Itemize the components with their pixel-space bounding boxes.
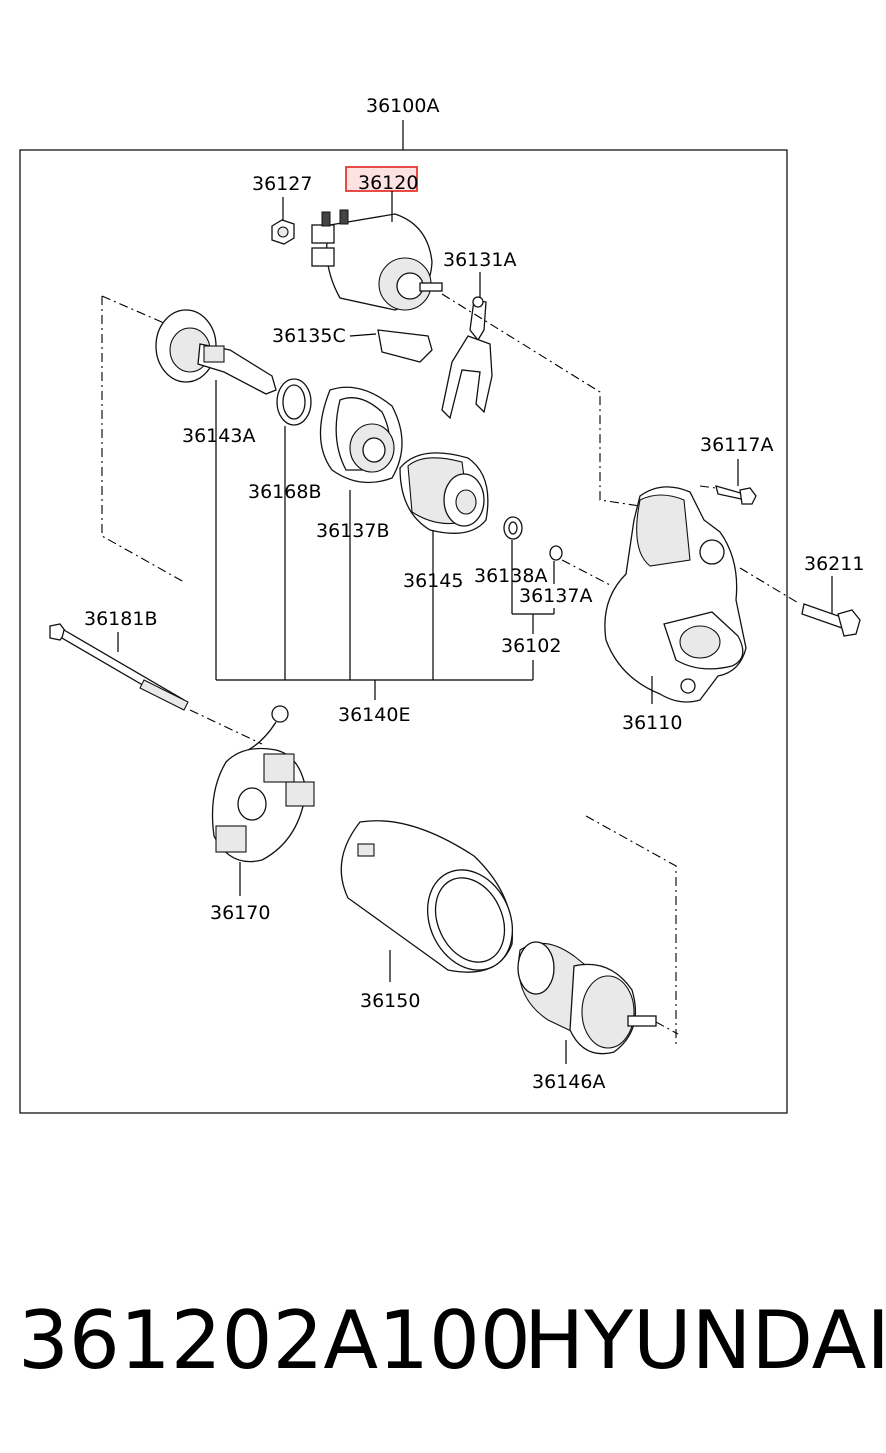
pinion-part bbox=[399, 452, 489, 534]
label-bolt[interactable]: 36211 bbox=[804, 553, 864, 575]
through-bolt-part bbox=[49, 623, 189, 711]
snap-ring-part bbox=[549, 545, 563, 561]
lever-part bbox=[441, 296, 493, 420]
label-front-housing[interactable]: 36110 bbox=[622, 712, 682, 734]
label-solenoid[interactable]: 36120 bbox=[358, 172, 418, 194]
label-snap-ring[interactable]: 36137A bbox=[519, 585, 592, 607]
caption-brand: HYUNDAI bbox=[524, 1294, 886, 1387]
label-housing-cover[interactable]: 36137B bbox=[316, 520, 389, 542]
label-gear-set[interactable]: 36140E bbox=[338, 704, 410, 726]
solenoid-highlight-box bbox=[345, 166, 418, 192]
yoke-part bbox=[340, 820, 514, 973]
housing-cover-part bbox=[319, 386, 403, 484]
shaft-part bbox=[155, 309, 277, 395]
brush-holder-part bbox=[211, 705, 315, 863]
label-nut[interactable]: 36127 bbox=[252, 173, 312, 195]
label-stopper-ring[interactable]: 36138A bbox=[474, 565, 547, 587]
bolt-small-part bbox=[715, 485, 757, 505]
solenoid-part bbox=[311, 209, 443, 311]
label-through-bolt[interactable]: 36181B bbox=[84, 608, 157, 630]
front-housing-part bbox=[604, 486, 747, 703]
label-armature[interactable]: 36146A bbox=[532, 1071, 605, 1093]
ring-part bbox=[276, 378, 312, 426]
label-gear-kit[interactable]: 36102 bbox=[501, 635, 561, 657]
caption-part-number: 361202A100 bbox=[18, 1294, 531, 1387]
armature-part bbox=[517, 941, 679, 1055]
label-brush-holder[interactable]: 36170 bbox=[210, 902, 270, 924]
bolt-part bbox=[801, 603, 861, 637]
label-lever[interactable]: 36131A bbox=[443, 249, 516, 271]
nut-part bbox=[271, 219, 295, 245]
label-yoke[interactable]: 36150 bbox=[360, 990, 420, 1012]
label-lever-plate[interactable]: 36135C bbox=[272, 325, 346, 347]
lever-plate-part bbox=[377, 329, 433, 363]
label-bolt-small[interactable]: 36117A bbox=[700, 434, 773, 456]
label-shaft[interactable]: 36143A bbox=[182, 425, 255, 447]
stopper-ring-part bbox=[503, 516, 523, 540]
label-assembly[interactable]: 36100A bbox=[366, 95, 439, 117]
